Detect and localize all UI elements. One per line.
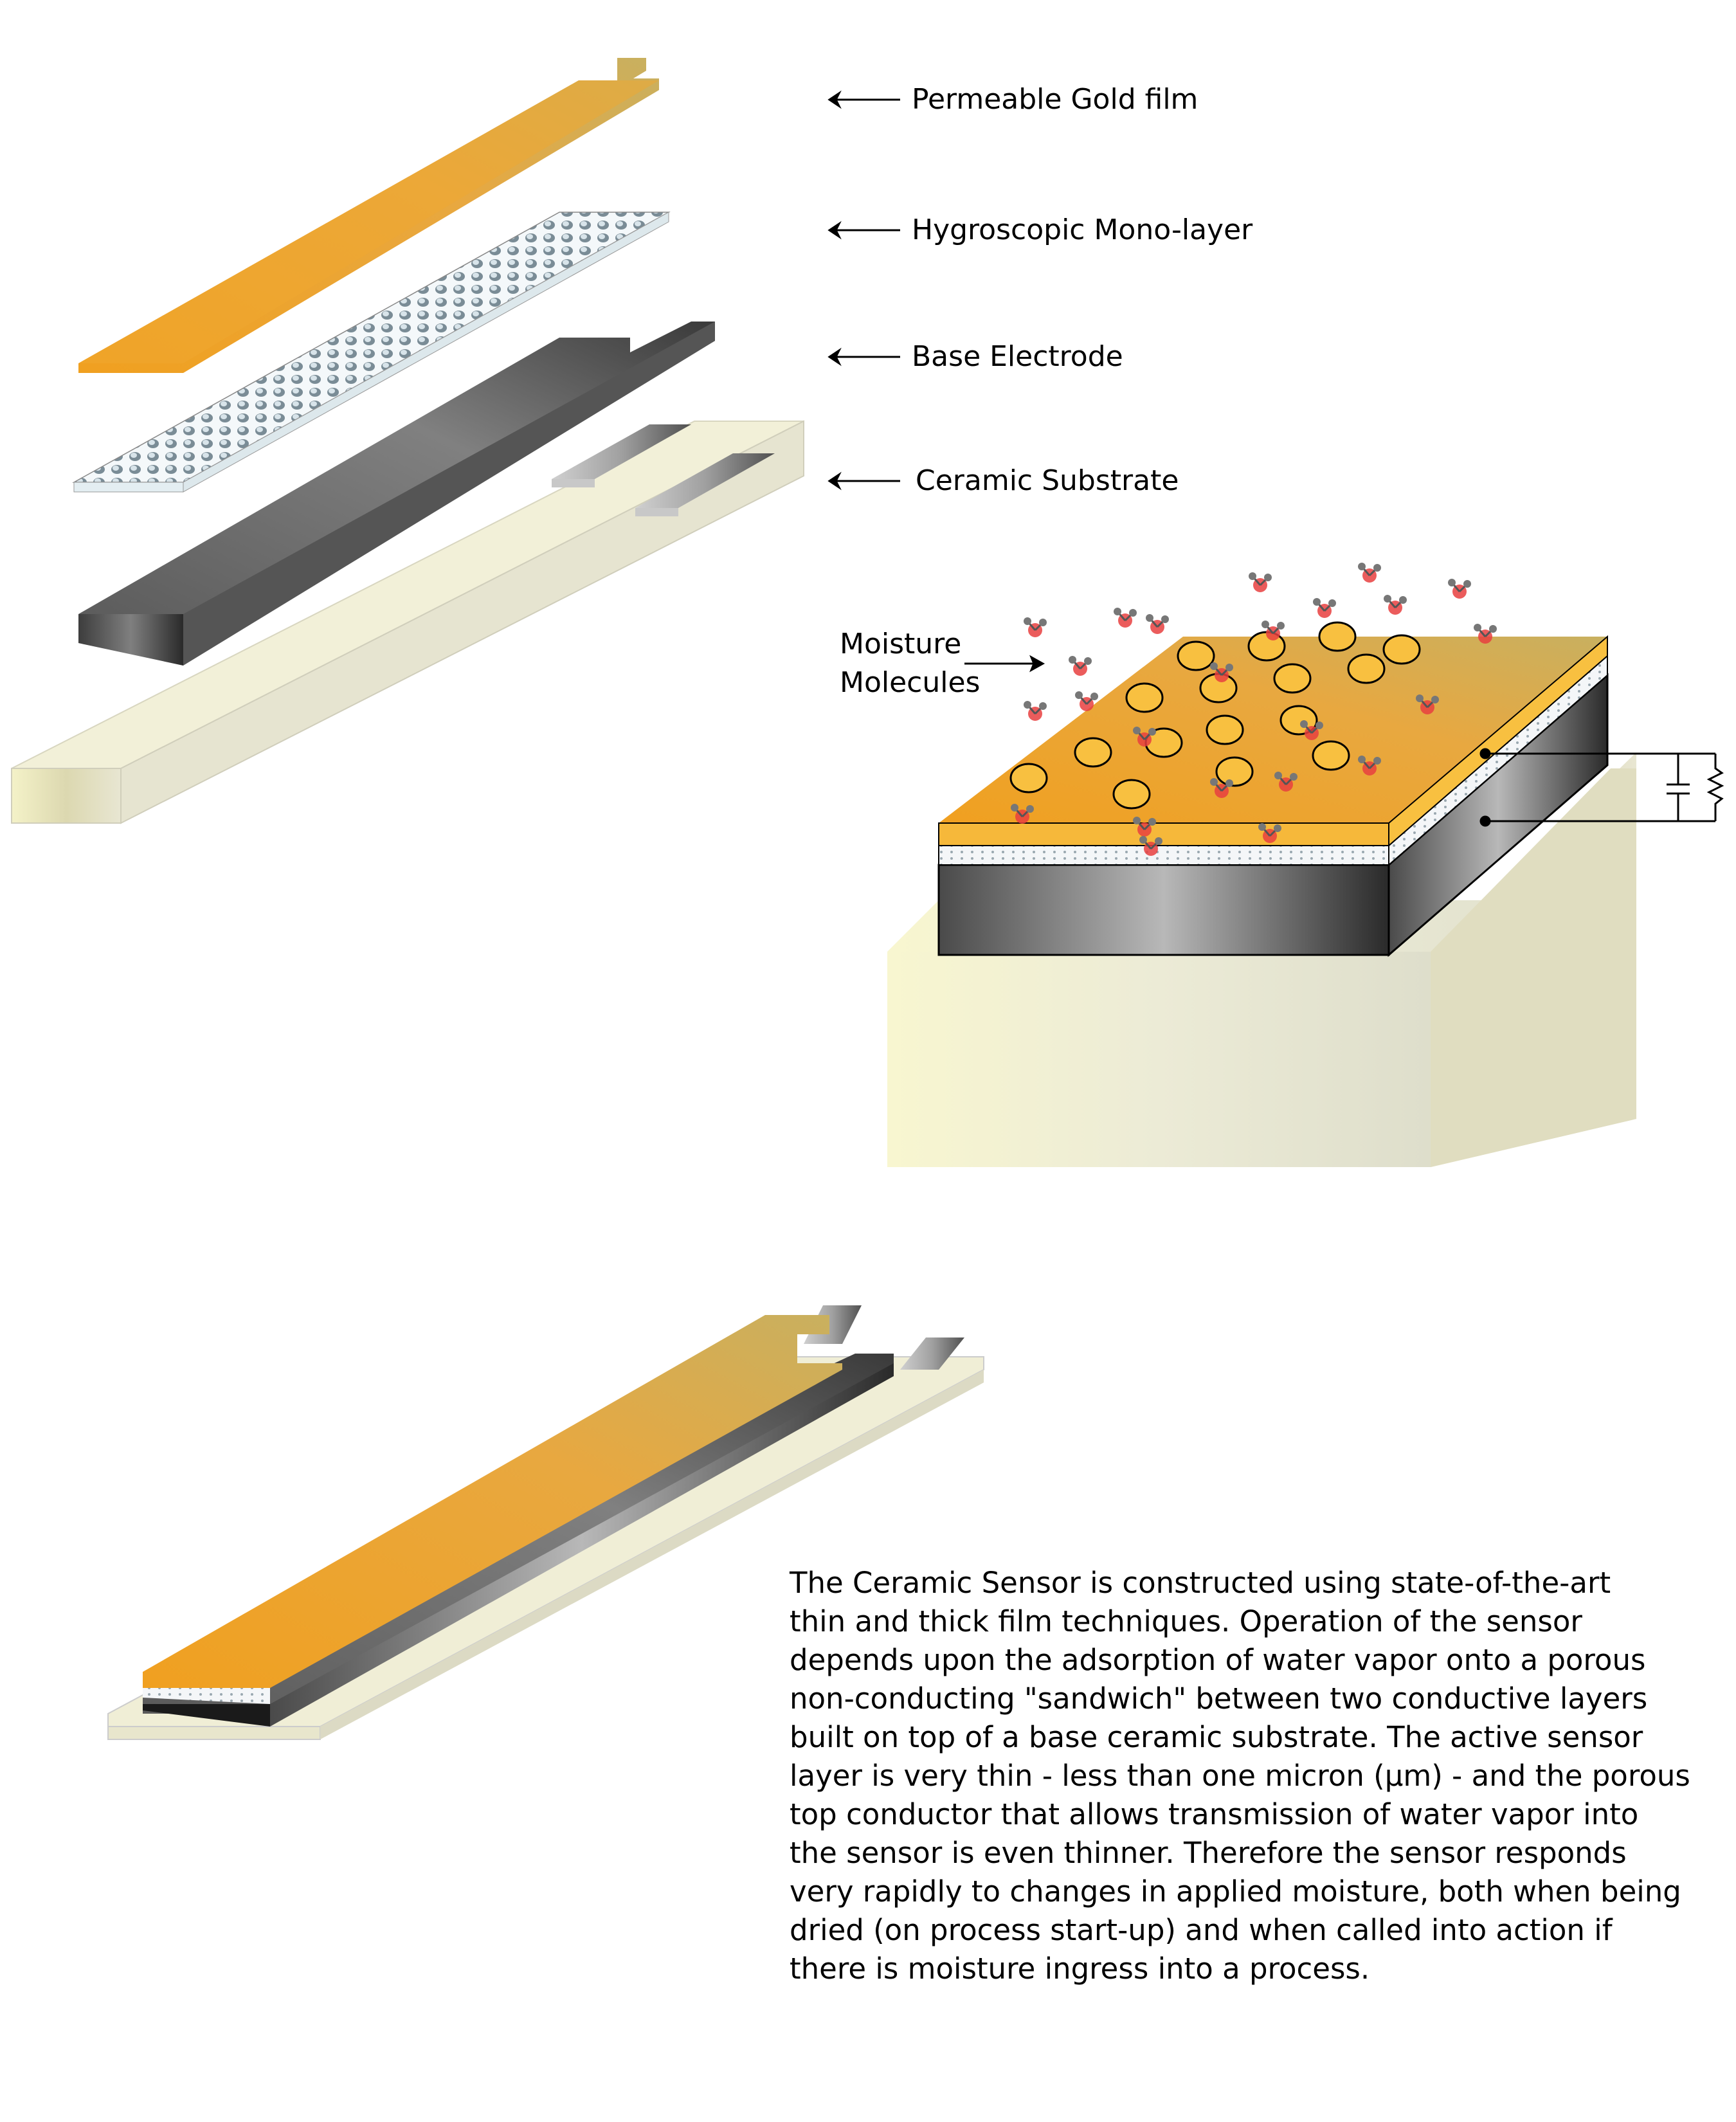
- label-moisture-line2: Molecules: [840, 666, 981, 699]
- description-line: thin and thick film techniques. Operatio…: [790, 1604, 1582, 1638]
- exploded-mono-layer: [72, 212, 671, 493]
- exploded-gold-film: [78, 58, 659, 373]
- label-hygroscopic-mono-layer: Hygroscopic Mono-layer: [912, 213, 1253, 246]
- cross-section-mono-layer: [938, 654, 1608, 867]
- description-line: the sensor is even thinner. Therefore th…: [790, 1836, 1627, 1870]
- moisture-arrow: [964, 655, 1045, 673]
- cross-section-ceramic-block: [887, 752, 1636, 1167]
- exploded-ceramic-substrate: [11, 420, 804, 824]
- description-line: very rapidly to changes in applied moist…: [790, 1874, 1681, 1909]
- cross-section-gold-film: [938, 621, 1608, 848]
- label-moisture-line1: Moisture: [840, 628, 962, 660]
- description-line: dried (on process start-up) and when cal…: [790, 1913, 1613, 1947]
- circuit-capacitor-resistor-icon: [1479, 748, 1724, 827]
- label-base-electrode: Base Electrode: [912, 340, 1123, 373]
- description-line: The Ceramic Sensor is constructed using …: [790, 1566, 1611, 1600]
- label-permeable-gold-film: Permeable Gold film: [912, 83, 1198, 116]
- label-arrows: [827, 90, 900, 491]
- label-ceramic-substrate: Ceramic Substrate: [916, 464, 1179, 497]
- exploded-base-electrode: [78, 322, 715, 666]
- assembled-sensor: [107, 1305, 984, 1740]
- description-line: top conductor that allows transmission o…: [790, 1797, 1639, 1831]
- description-line: depends upon the adsorption of water vap…: [790, 1643, 1646, 1677]
- description-paragraph: The Ceramic Sensor is constructed using …: [790, 1564, 1690, 1988]
- description-line: layer is very thin - less than one micro…: [790, 1759, 1690, 1793]
- description-line: there is moisture ingress into a process…: [790, 1952, 1370, 1986]
- description-line: non-conducting "sandwich" between two co…: [790, 1682, 1648, 1716]
- cross-section-electrode: [937, 673, 1609, 957]
- description-line: built on top of a base ceramic substrate…: [790, 1720, 1643, 1754]
